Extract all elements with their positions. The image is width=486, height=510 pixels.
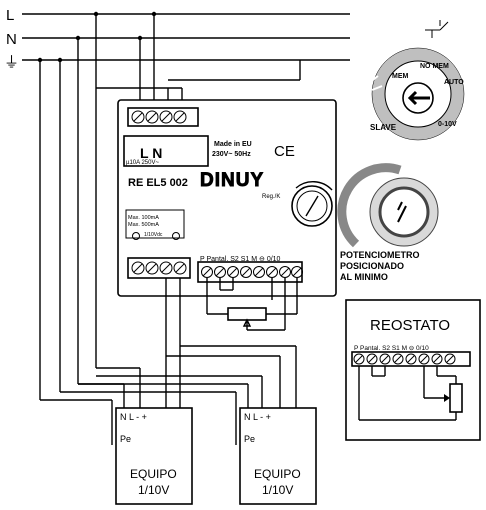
equipment-name: EQUIPO	[130, 467, 177, 481]
rheostat-inset: REOSTATO P Pantal. S2 S1 M ⊖ 0/10	[345, 299, 481, 441]
top-terminals	[131, 110, 187, 124]
rheostat-resistor	[449, 383, 463, 413]
rheostat-frame	[345, 299, 481, 441]
out-max-text: Max. 100mA	[128, 215, 159, 221]
bottom-left-terminals	[131, 261, 187, 275]
dial-label-slave: SLAVE	[370, 123, 397, 132]
equipment-box	[115, 407, 193, 505]
neutral-label: N	[6, 31, 17, 48]
top-terminal-label: L N	[140, 145, 162, 161]
potentiometer-symbol	[227, 307, 267, 321]
pot-caption-2: POSICIONADO	[340, 261, 404, 271]
rating-text: 230V~ 50Hz	[212, 151, 251, 158]
pot-caption-3: AL MINIMO	[340, 272, 388, 282]
plus-terminal-icon	[172, 232, 180, 240]
equipment-rating: 1/10V	[262, 483, 293, 497]
dial-label-auto: AUTO	[444, 79, 464, 86]
spec-box	[125, 209, 185, 239]
load-note: µ10A 250V~	[126, 160, 159, 166]
bottom-terminal-labels: P Pantal. S2 S1 M ⊖ 0/10	[200, 256, 281, 263]
rheostat-title: REOSTATO	[370, 317, 450, 334]
bottom-left-terminal-block	[127, 257, 191, 279]
pot-caption-1: POTENCIOMETRO	[340, 250, 420, 260]
reg-label: Reg./K	[262, 194, 280, 200]
dial-indicator-icon	[369, 75, 383, 91]
equipment-1: N L - + Pe EQUIPO 1/10V	[115, 407, 193, 505]
dial-label-mem: MEM	[392, 73, 409, 80]
knob-range-arc	[337, 163, 402, 248]
dimmer-device: L N µ10A 250V~ Made in EU 230V~ 50Hz CE …	[117, 99, 337, 297]
knob-pointer-icon	[397, 201, 407, 223]
equipment-2: N L - + Pe EQUIPO 1/10V	[239, 407, 317, 505]
wiper-arrow-icon	[444, 394, 450, 402]
bottom-right-terminals	[201, 266, 303, 278]
dial-label-nomem: NO MEM	[420, 63, 449, 70]
earth-symbol: ⏚	[4, 54, 19, 71]
mains-bus: L N ⏚	[4, 7, 449, 71]
bottom-right-terminal-block	[197, 261, 303, 283]
dial-label-0-10v: 0-10V	[438, 121, 457, 128]
line-label: L	[6, 7, 14, 24]
adjust-knob[interactable]	[291, 181, 333, 227]
equipment-terminals: N L - +	[120, 412, 147, 422]
potentiometer-wiring	[165, 278, 298, 408]
rheostat-terminals	[353, 353, 456, 365]
brand-logo: DINUY	[200, 170, 264, 191]
inp-max-text: Max. 500mA	[128, 222, 159, 228]
mode-dial: MEM NO MEM AUTO 0-10V SLAVE	[369, 47, 464, 141]
equipment-terminals: N L - +	[244, 412, 271, 422]
bus-drops	[37, 11, 301, 445]
top-terminal-block	[127, 107, 199, 127]
ce-mark: CE	[274, 143, 295, 160]
potentiometer-knob: POTENCIOMETRO POSICIONADO AL MINIMO	[337, 163, 439, 282]
sub-note-text: 1/10Vdc	[144, 232, 163, 238]
contact-label-box	[123, 135, 209, 167]
made-in-text: Made in EU	[214, 141, 252, 148]
pushbutton-icon	[425, 20, 449, 38]
equipment-rating: 1/10V	[138, 483, 169, 497]
model-text: RE EL5 002	[128, 177, 188, 189]
equipment-pe: Pe	[120, 434, 131, 444]
rheostat-terminal-labels: P Pantal. S2 S1 M ⊖ 0/10	[354, 345, 429, 352]
equipment-name: EQUIPO	[254, 467, 301, 481]
equipment-box	[239, 407, 317, 505]
equipment-pe: Pe	[244, 434, 255, 444]
dial-arrow-icon	[407, 90, 430, 106]
minus-terminal-icon	[132, 232, 140, 240]
